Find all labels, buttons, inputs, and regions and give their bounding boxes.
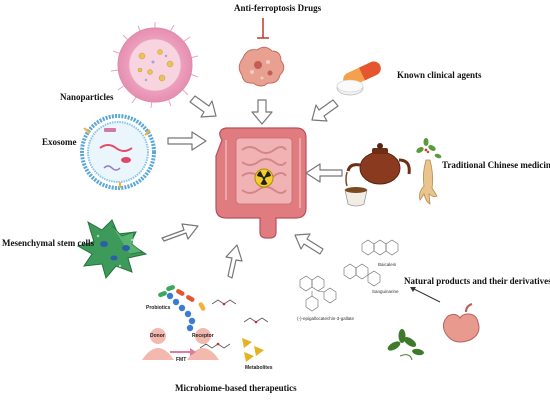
stem-cells-icon: [76, 219, 148, 280]
exosome-icon: [80, 114, 156, 190]
label-egcg: (-)-epigallocatechin-3-gallate: [297, 316, 355, 321]
intestine-icon: [215, 127, 307, 239]
metabolite-chains: [199, 299, 269, 349]
pills-icon: [336, 61, 381, 96]
nanoparticle-icon: [110, 22, 199, 109]
label-receptor: Receptor: [192, 333, 214, 339]
teapot-icon: [344, 143, 411, 207]
label-tcm: Traditional Chinese medicine: [442, 160, 550, 170]
label-exosome: Exosome: [42, 137, 77, 147]
label-probiotics: Probiotics: [146, 305, 171, 311]
arrow-tcm: [305, 163, 343, 183]
label-donor: Donor: [150, 333, 165, 339]
block-arrows: [161, 95, 343, 279]
molecule-atoms: [216, 302, 258, 346]
arrow-clinical: [311, 99, 339, 122]
donor-figure: [142, 328, 174, 360]
label-msc: Mesenchymal stem cells: [2, 238, 94, 248]
label-fmt: FMT: [176, 357, 187, 363]
label-clinical-agents: Known clinical agents: [397, 70, 482, 80]
arrow-exosome: [167, 131, 207, 151]
fmt-arrow: [170, 348, 196, 356]
stomach-icon: [442, 303, 480, 343]
metabolite-triangles: [242, 338, 264, 362]
label-natural-products: Natural products and their derivatives: [404, 276, 550, 286]
arrow-natural: [294, 233, 324, 255]
arrow-microbiome: [225, 244, 243, 279]
label-anti-ferroptosis: Anti-ferroptosis Drugs: [234, 3, 322, 13]
arrow-ferroptosis: [251, 99, 273, 125]
label-baicalein: Baicalein: [378, 262, 397, 267]
ferroptotic-cell-icon: [238, 46, 285, 87]
arrow-nanoparticles: [189, 95, 217, 118]
label-microbiome: Microbiome-based therapeutics: [175, 383, 297, 393]
receptor-figure: [187, 328, 219, 360]
label-sanguinarine: Sanguinarine: [372, 289, 399, 294]
arrow-stem-cells: [161, 223, 199, 242]
small-arrow: [410, 287, 441, 303]
tea-leaves-icon: [387, 329, 424, 361]
chemical-structures: [299, 239, 399, 312]
probiotics-icon: [158, 285, 206, 332]
label-metabolites: Metabolites: [245, 365, 273, 371]
inhibit-mark: [257, 18, 269, 39]
ginseng-icon: [416, 138, 442, 205]
label-nanoparticles: Nanoparticles: [60, 92, 114, 102]
